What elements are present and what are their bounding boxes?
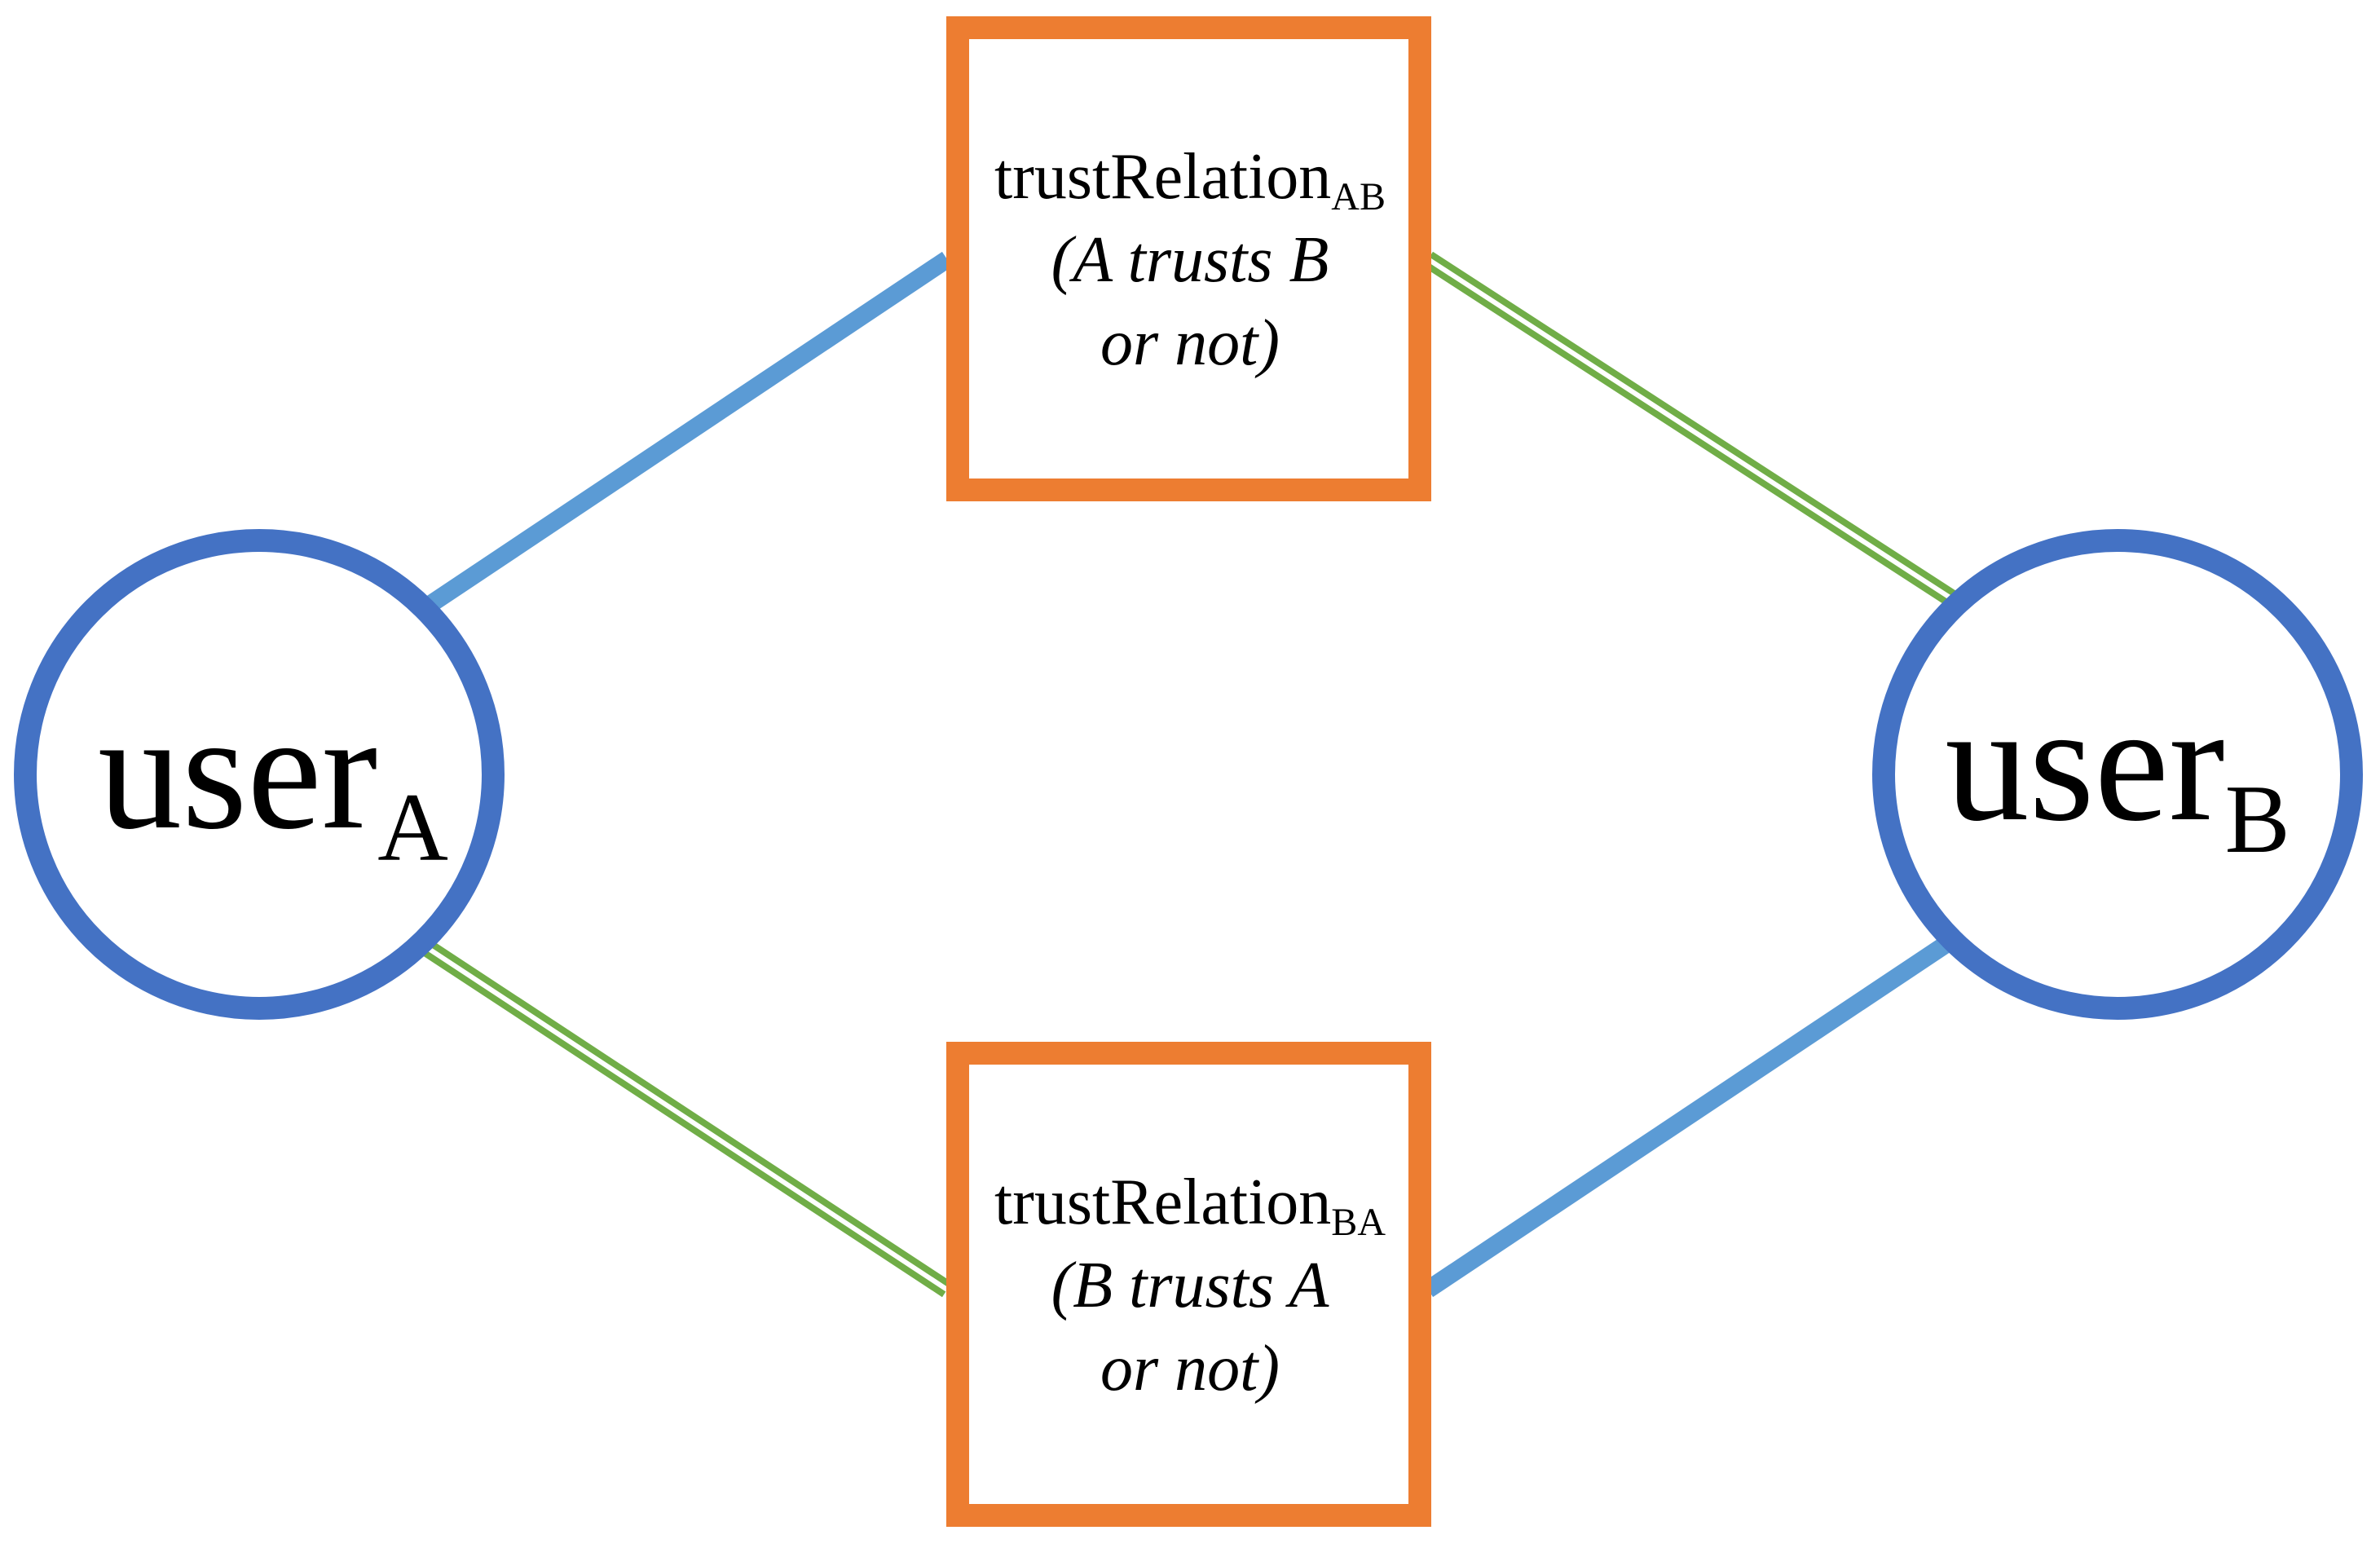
relation-ab-border [946,16,1431,501]
relation-ba-desc-line2: or not) [1100,1333,1280,1405]
relation-box-ab: trustRelationAB (A trusts B or not) [946,16,1431,501]
user-b-name: user [1945,669,2224,856]
relation-ba-name: trustRelation [994,1167,1331,1238]
relation-ba-subscript: BA [1331,1201,1386,1244]
relation-ab-subscript: AB [1331,175,1386,218]
link-relationAB-to-userB [1423,251,1961,610]
relation-ab-desc-line1: (A trusts B [1051,224,1329,296]
link-userA-to-relationBA [418,937,953,1298]
relation-ba-border [946,1042,1431,1527]
connectors [418,251,1962,1298]
user-a-subscript: A [377,773,448,881]
link-userA-to-relationAB [426,251,953,611]
relation-ab-title: trustRelationAB [994,141,1386,218]
user-b-circle [1872,529,2363,1020]
relation-ba-title: trustRelationBA [994,1167,1386,1244]
relation-ab-name: trustRelation [994,141,1331,213]
user-node-a: userA [14,529,505,1020]
relation-box-ba: trustRelationBA (B trusts A or not) [946,1042,1431,1527]
user-b-subscript: B [2225,765,2290,873]
user-a-circle [14,529,505,1020]
user-a-name: user [98,677,377,864]
relation-ba-desc-line1: (B trusts A [1051,1250,1330,1321]
user-a-label: userA [98,677,448,881]
user-node-b: userB [1872,529,2363,1020]
user-b-label: userB [1945,669,2290,873]
link-relationBA-to-userB [1422,929,1962,1298]
relation-ab-desc-line2: or not) [1100,307,1280,379]
